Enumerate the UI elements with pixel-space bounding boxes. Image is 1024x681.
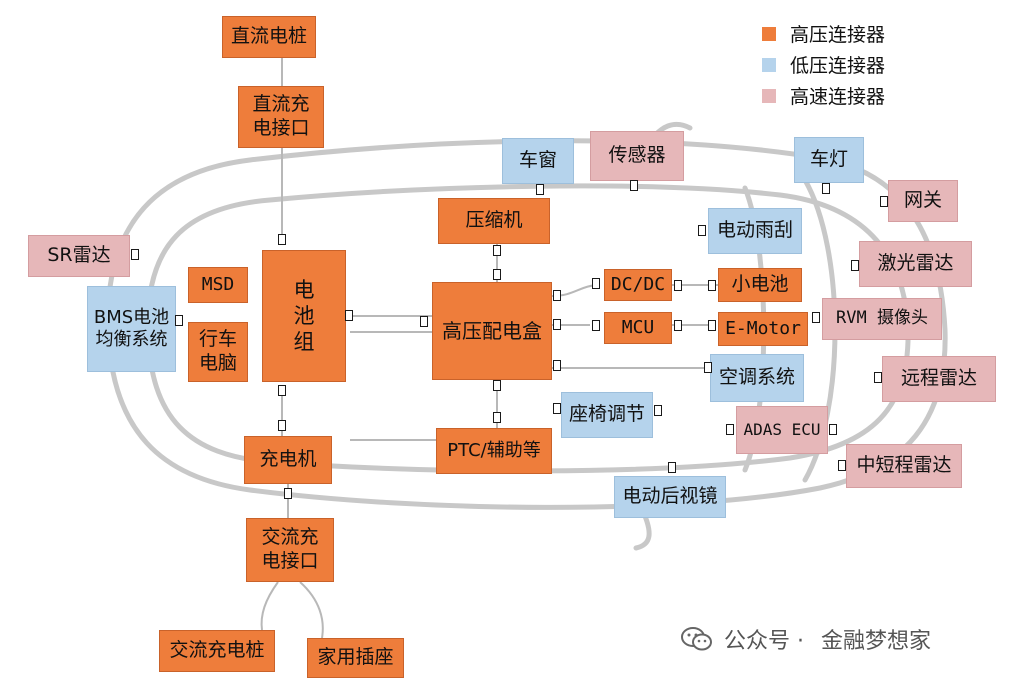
connector-icon [553, 403, 561, 414]
node-rvm-camera: RVM 摄像头 [822, 298, 942, 340]
connector-icon [278, 420, 286, 431]
connector-icon [880, 196, 888, 207]
node-electric-mirror: 电动后视镜 [614, 476, 726, 518]
connector-icon [630, 180, 638, 191]
node-e-motor: E-Motor [718, 312, 808, 346]
watermark: 公众号 · 金融梦想家 [680, 623, 931, 655]
connector-icon [726, 424, 734, 435]
legend-swatch-low-voltage [762, 57, 776, 72]
node-seat-adjust: 座椅调节 [561, 392, 653, 438]
node-home-socket: 家用插座 [307, 638, 404, 678]
node-compressor: 压缩机 [438, 198, 550, 244]
node-ac-system: 空调系统 [710, 354, 804, 402]
connector-icon [536, 184, 544, 195]
wechat-icon [681, 627, 712, 651]
node-charger: 充电机 [244, 436, 332, 484]
node-vehicle-computer: 行车 电脑 [188, 322, 248, 382]
connector-icon [822, 183, 830, 194]
connector-icon [131, 249, 139, 260]
connector-icon [493, 412, 501, 423]
legend-low-voltage: 低压连接器 [762, 51, 885, 78]
legend-label-high-speed: 高速连接器 [790, 86, 886, 108]
connector-icon [278, 385, 286, 396]
connector-icon [668, 462, 676, 473]
connector-icon [592, 320, 600, 331]
legend-swatch-high-speed [762, 88, 776, 103]
connector-icon [553, 290, 561, 301]
connector-icon [345, 310, 353, 321]
legend-label-low-voltage: 低压连接器 [790, 55, 886, 77]
connector-icon [493, 269, 501, 280]
watermark-prefix: 公众号 · [724, 629, 811, 654]
node-small-battery: 小电池 [718, 268, 802, 302]
connector-icon [874, 372, 882, 383]
node-ptc-auxiliary: PTC/辅助等 [436, 428, 552, 474]
node-ac-charging-port: 交流充 电接口 [246, 518, 334, 582]
node-long-range-radar: 远程雷达 [882, 356, 996, 402]
legend-high-speed: 高速连接器 [762, 82, 885, 109]
connector-icon [493, 245, 501, 256]
node-dc-charging-pile: 直流电桩 [222, 16, 316, 58]
connector-icon [838, 460, 846, 471]
connector-icon [493, 380, 501, 391]
connector-icon [175, 315, 183, 326]
node-msd: MSD [188, 267, 248, 303]
node-dcdc: DC/DC [604, 269, 672, 301]
node-car-light: 车灯 [794, 137, 864, 183]
connector-icon [592, 278, 600, 289]
connector-icon [698, 225, 706, 236]
node-bms-balancing: BMS电池 均衡系统 [87, 286, 176, 372]
watermark-name: 金融梦想家 [820, 629, 931, 654]
connector-icon [553, 360, 561, 371]
node-gateway: 网关 [888, 180, 958, 222]
connector-icon [674, 280, 682, 291]
connector-icon [812, 312, 820, 323]
node-mid-short-radar: 中短程雷达 [846, 444, 962, 488]
connector-icon [704, 362, 712, 373]
node-sensor: 传感器 [590, 131, 684, 181]
node-sr-radar: SR雷达 [28, 235, 130, 277]
connector-icon [420, 316, 428, 327]
node-mcu: MCU [604, 312, 672, 344]
node-ac-charging-pile: 交流充电桩 [159, 630, 275, 672]
node-adas-ecu: ADAS ECU [736, 406, 828, 454]
connector-icon [654, 405, 662, 416]
node-dc-charging-port: 直流充 电接口 [238, 86, 324, 148]
legend-high-voltage: 高压连接器 [762, 20, 885, 47]
connector-icon [708, 280, 716, 291]
node-lidar: 激光雷达 [859, 241, 972, 287]
connector-icon [553, 319, 561, 330]
connector-icon [674, 320, 682, 331]
connector-icon [278, 234, 286, 245]
node-hv-distribution-box: 高压配电盒 [432, 282, 552, 380]
node-car-window: 车窗 [502, 138, 574, 184]
node-battery-pack: 电 池 组 [262, 250, 346, 382]
connector-icon [829, 424, 837, 435]
connector-icon [284, 488, 292, 499]
legend-label-high-voltage: 高压连接器 [790, 24, 886, 46]
connector-icon [851, 260, 859, 271]
legend-swatch-high-voltage [762, 26, 776, 41]
node-electric-wiper: 电动雨刮 [708, 208, 802, 254]
connector-icon [708, 320, 716, 331]
